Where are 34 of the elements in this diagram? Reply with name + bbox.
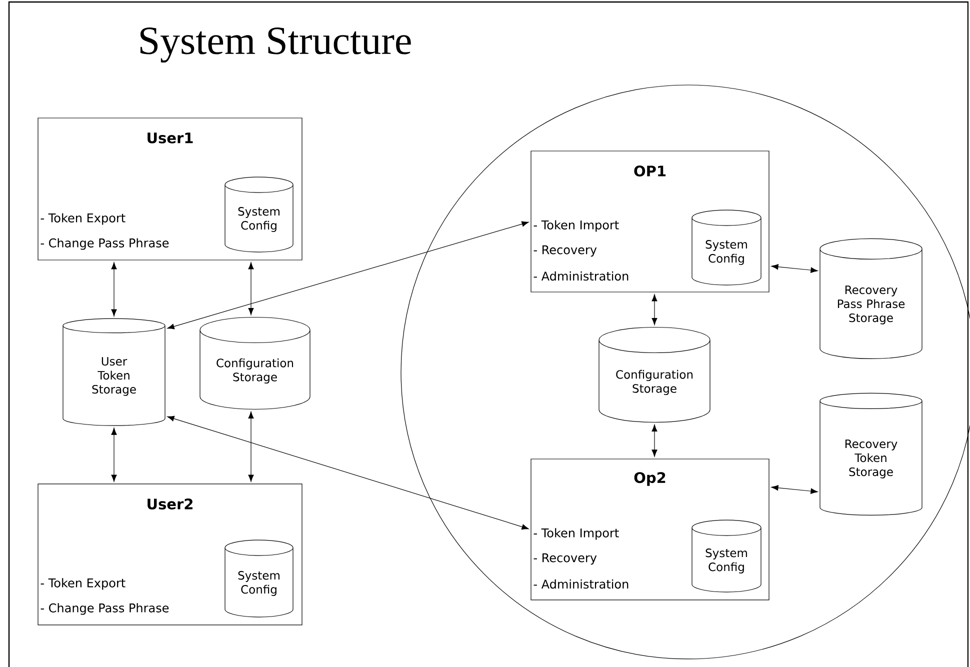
storage-cylinder: System Config [692,520,762,592]
feature-item: - Recovery [534,245,597,257]
feature-item: - Administration [534,271,628,281]
arrow [111,428,117,482]
arrow [111,262,117,316]
storage-cylinder: Configuration Storage [200,316,310,410]
feature-item: - Token Import [534,528,619,540]
storage-cylinder: User Token Storage [62,318,166,426]
feature-item: - Recovery [534,553,597,565]
arrow [248,262,254,316]
storage-cylinder: System Config [692,210,762,286]
feature-item: - Token Export [40,213,126,225]
feature-item: - Change Pass Phrase [40,603,169,615]
feature-item: - Change Pass Phrase [40,238,169,250]
feature-item: - Administration [534,579,628,589]
slide-title: System Structure [140,27,411,63]
arrow [652,424,658,457]
feature-item: - Token Import [534,220,619,232]
box-heading: User2 [148,498,192,510]
arrow [167,221,529,330]
storage-cylinder: Recovery Pass Phrase Storage [820,238,922,359]
storage-cylinder: Configuration Storage [598,326,710,423]
box-heading: Op2 [634,472,666,486]
storage-cylinder: Recovery Token Storage [820,392,922,516]
arrow [652,294,658,326]
storage-cylinder: System Config [224,540,294,618]
arrow [771,264,818,273]
box-heading: User1 [148,132,193,144]
arrow [167,416,529,530]
feature-item: - Token Export [40,578,126,590]
arrow [771,485,818,494]
box-heading: OP1 [634,166,666,176]
storage-cylinder: System Config [224,176,294,252]
arrow [248,412,254,482]
